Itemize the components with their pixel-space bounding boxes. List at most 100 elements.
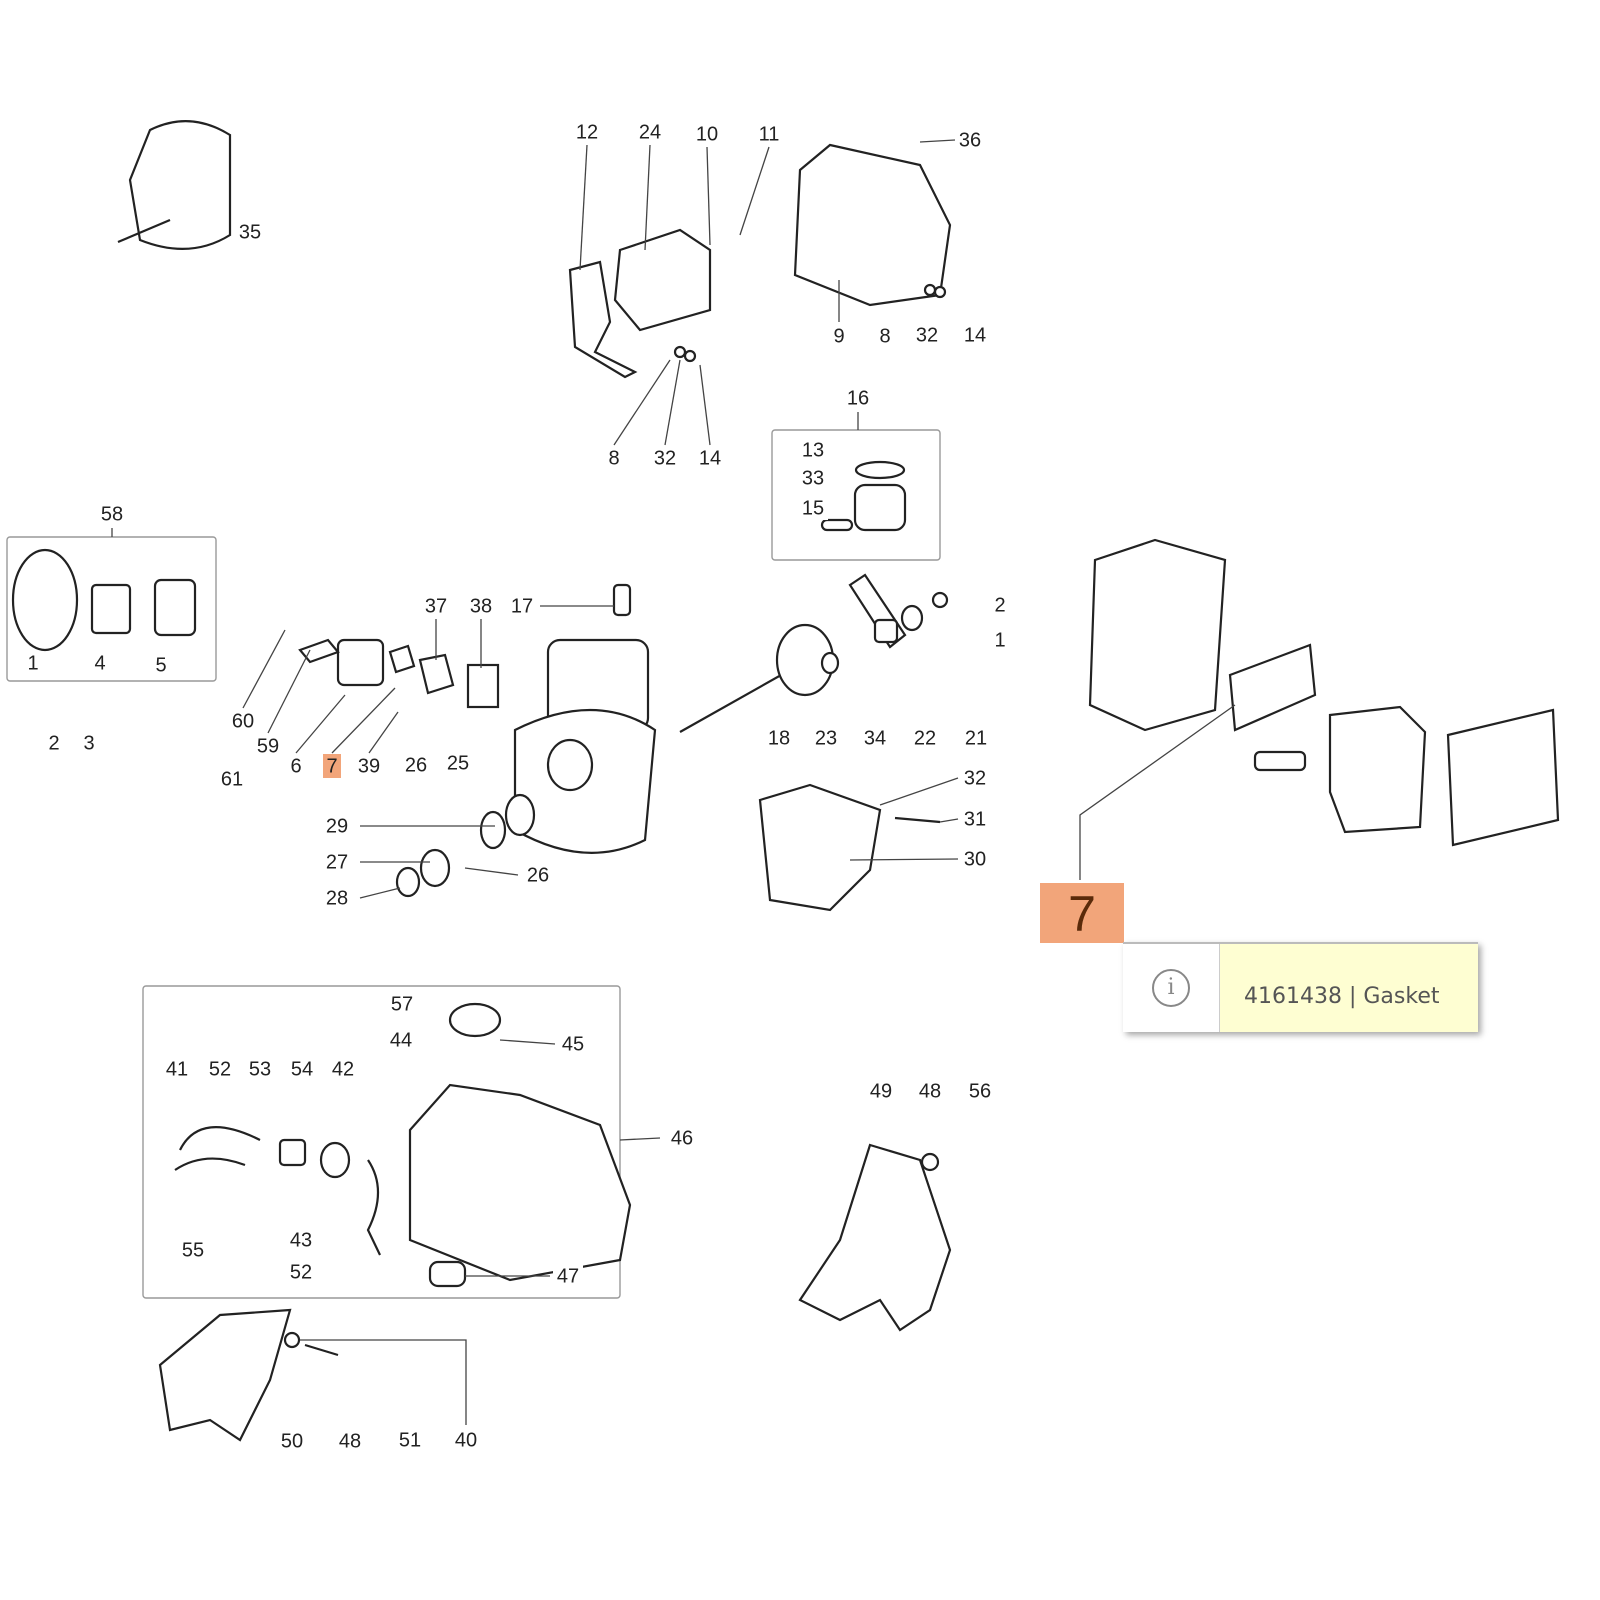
callout-label-48[interactable]: 48 [919,1080,941,1102]
callout-label-bg [876,324,894,348]
callout-label-13[interactable]: 13 [802,439,824,461]
callout-label-bg [912,323,942,347]
callout-label-49[interactable]: 49 [870,1080,892,1102]
handle-bracket-49 [798,1143,952,1332]
callout-label-48[interactable]: 48 [339,1430,361,1452]
callout-label-bg [635,120,665,144]
callout-label-35[interactable]: 35 [239,221,261,243]
mount-bracket-30 [758,783,941,912]
callout-label-32[interactable]: 32 [964,767,986,789]
fuel-tank-parts [174,1002,632,1288]
callout-label-bg [322,886,352,910]
callout-label-8[interactable]: 8 [879,325,890,347]
callout-label-42[interactable]: 42 [332,1058,354,1080]
callout-label-bg [754,122,784,146]
callout-label-52[interactable]: 52 [290,1261,312,1283]
callout-label-bg [178,1238,208,1262]
callout-label-12[interactable]: 12 [576,121,598,143]
callout-label-40[interactable]: 40 [455,1429,477,1451]
callout-label-bg [287,754,305,778]
callout-label-43[interactable]: 43 [290,1229,312,1251]
callout-label-6[interactable]: 6 [290,755,301,777]
callout-label-47[interactable]: 47 [557,1265,579,1287]
callout-label-52[interactable]: 52 [209,1058,231,1080]
callout-label-bg [558,1032,588,1056]
part-tooltip: i 4161438 | Gasket [1123,942,1478,1032]
callout-label-2[interactable]: 2 [994,594,1005,616]
callout-label-bg [667,1126,697,1150]
callout-label-bg [960,766,990,790]
callout-label-60[interactable]: 60 [232,710,254,732]
callout-label-25[interactable]: 25 [447,752,469,774]
callout-label-21[interactable]: 21 [965,727,987,749]
callout-label-24[interactable]: 24 [639,121,661,143]
callout-label-45[interactable]: 45 [562,1033,584,1055]
callout-label-bg [335,1429,365,1453]
callout-label-30[interactable]: 30 [964,848,986,870]
callout-label-bg [287,1057,317,1081]
callout-label-10[interactable]: 10 [696,123,718,145]
selected-part-callout[interactable]: 7 [1040,883,1124,943]
callout-label-37[interactable]: 37 [425,595,447,617]
callout-label-bg [322,850,352,874]
callout-label-32[interactable]: 32 [916,324,938,346]
callout-label-54[interactable]: 54 [291,1058,313,1080]
callout-label-15[interactable]: 15 [802,497,824,519]
callout-label-4[interactable]: 4 [94,652,105,674]
callout-label-1[interactable]: 1 [994,629,1005,651]
callout-label-14[interactable]: 14 [964,324,986,346]
callout-label-57[interactable]: 57 [391,993,413,1015]
tooltip-text: 4161438 | Gasket [1244,983,1440,1009]
callout-label-17[interactable]: 17 [511,595,533,617]
callout-label-32[interactable]: 32 [654,447,676,469]
callout-label-23[interactable]: 23 [815,727,837,749]
callout-label-bg [572,120,602,144]
callout-label-5[interactable]: 5 [155,654,166,676]
callout-label-59[interactable]: 59 [257,735,279,757]
callout-label-bg [650,446,680,470]
callout-label-bg [764,726,794,750]
callout-label-7[interactable]: 7 [326,755,337,777]
callout-label-bg [162,1057,192,1081]
piston-parts [820,460,907,532]
callout-label-1[interactable]: 1 [27,652,38,674]
callout-label-50[interactable]: 50 [281,1430,303,1452]
callout-label-bg [395,1428,425,1452]
callout-label-bg [830,324,848,348]
callout-label-55[interactable]: 55 [182,1239,204,1261]
callout-label-38[interactable]: 38 [470,595,492,617]
callout-label-16[interactable]: 16 [847,387,869,409]
callout-label-56[interactable]: 56 [969,1080,991,1102]
callout-label-9[interactable]: 9 [833,325,844,347]
callout-label-bg [466,594,496,618]
callout-label-31[interactable]: 31 [964,808,986,830]
callout-label-27[interactable]: 27 [326,851,348,873]
callout-label-14[interactable]: 14 [699,447,721,469]
callout-label-26[interactable]: 26 [405,754,427,776]
callout-label-41[interactable]: 41 [166,1058,188,1080]
callout-label-53[interactable]: 53 [249,1058,271,1080]
callout-label-3[interactable]: 3 [83,732,94,754]
callout-label-61[interactable]: 61 [221,768,243,790]
callout-label-26[interactable]: 26 [527,864,549,886]
callout-label-44[interactable]: 44 [390,1029,412,1051]
callout-label-bg [45,731,63,755]
callout-label-2[interactable]: 2 [48,732,59,754]
callout-label-8[interactable]: 8 [608,447,619,469]
callout-label-46[interactable]: 46 [671,1127,693,1149]
callout-label-29[interactable]: 29 [326,815,348,837]
callout-label-11[interactable]: 11 [759,123,780,145]
callout-label-51[interactable]: 51 [399,1429,421,1451]
callout-label-18[interactable]: 18 [768,727,790,749]
callout-label-39[interactable]: 39 [358,755,380,777]
callout-label-bg [387,992,417,1016]
callout-label-28[interactable]: 28 [326,887,348,909]
callout-label-36[interactable]: 36 [959,129,981,151]
callout-label-bg [860,726,890,750]
callout-label-34[interactable]: 34 [864,727,886,749]
info-icon: i [1152,969,1190,1007]
callout-label-22[interactable]: 22 [914,727,936,749]
callout-label-bg [152,653,170,677]
callout-label-58[interactable]: 58 [101,503,123,525]
callout-label-33[interactable]: 33 [802,467,824,489]
